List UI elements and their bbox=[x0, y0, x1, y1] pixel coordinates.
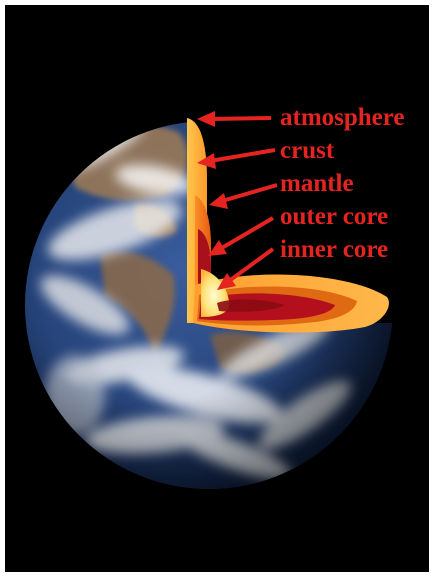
earth-cutaway-diagram: atmosphere crust mantle outer core inner… bbox=[25, 104, 409, 489]
earth-cutaway-wedge bbox=[187, 117, 409, 333]
layer-labels: atmosphere crust mantle outer core inner… bbox=[280, 104, 405, 263]
atmosphere-arrow bbox=[197, 111, 272, 127]
label-arrows bbox=[197, 111, 278, 290]
crust-label: crust bbox=[280, 137, 335, 164]
outer-core-label: outer core bbox=[280, 203, 388, 230]
diagram-canvas: atmosphere crust mantle outer core inner… bbox=[5, 5, 429, 572]
atmosphere-label: atmosphere bbox=[280, 104, 405, 131]
inner-core-arrow bbox=[217, 247, 275, 290]
inner-core-label: inner core bbox=[280, 236, 388, 263]
mantle-label: mantle bbox=[280, 170, 354, 197]
outer-core-arrow bbox=[208, 216, 275, 256]
mantle-arrow bbox=[209, 183, 278, 209]
crust-arrow bbox=[197, 148, 276, 169]
